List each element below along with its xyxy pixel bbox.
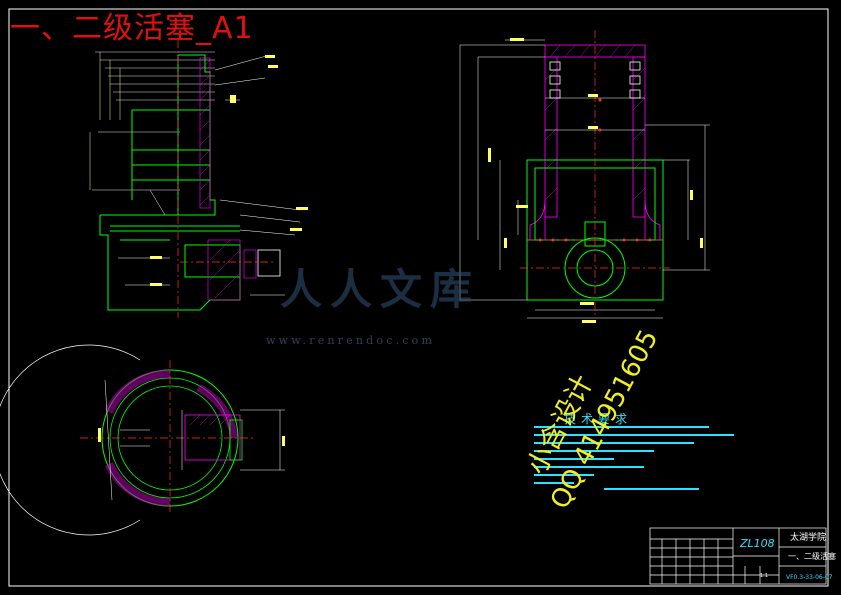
watermark-logo: 人人文库 — [280, 265, 481, 314]
title-block-drawing-number: VF0.3-33-06-07 — [786, 574, 833, 581]
sheet-title: 一、二级活塞_A1 — [10, 11, 254, 46]
technical-notes-lines — [534, 426, 734, 490]
title-block-school: 太湖学院 — [790, 533, 827, 543]
drawing-frame — [8, 8, 829, 587]
technical-notes-title: 技术要求 — [564, 412, 633, 426]
top-view — [0, 344, 285, 536]
watermark-url: www.renrendoc.com — [266, 334, 436, 347]
title-block-part-name: 一、二级活塞 — [788, 552, 836, 561]
left-section-view — [89, 40, 308, 318]
title-block-grid — [649, 527, 827, 585]
title-block-scale: 1:1 — [760, 573, 769, 579]
title-block-drawing-code: ZL108 — [740, 537, 775, 550]
main-section-view — [459, 30, 710, 323]
